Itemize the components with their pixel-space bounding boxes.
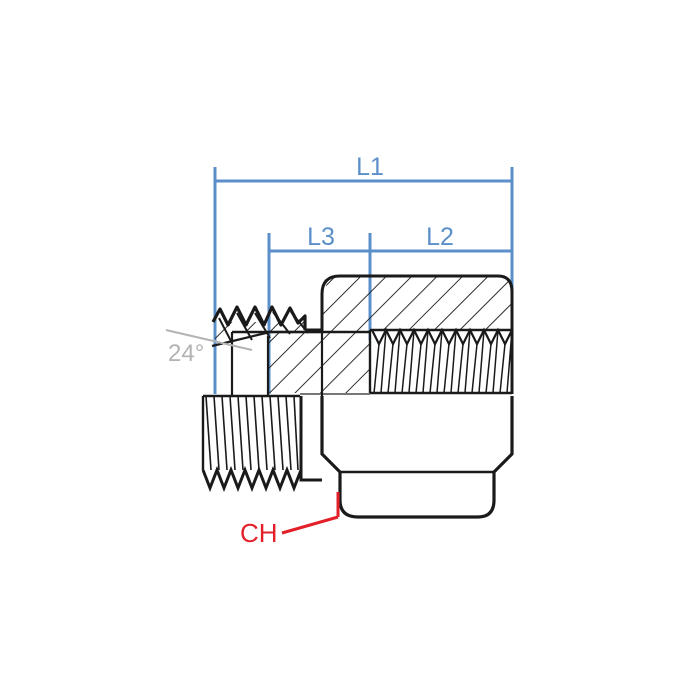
centerline-group (300, 393, 370, 395)
l2-dimension-label: L2 (426, 223, 454, 251)
hex-size-annotation-group: CH (240, 492, 340, 548)
internal-thread-flanks (373, 329, 513, 394)
angle-label: 24° (168, 340, 204, 367)
part-geometry-group (201, 274, 514, 519)
external-thread-group (201, 394, 303, 493)
l3-dimension-label: L3 (307, 223, 335, 251)
hex-left-edge (320, 396, 359, 519)
external-thread-roots (201, 465, 303, 493)
angle-annotation-group: 24° (165, 329, 253, 367)
l1-dimension-label: L1 (356, 153, 384, 181)
bore-step-lines (230, 332, 324, 396)
hex-body-group (320, 396, 514, 519)
ch-leader-line (281, 515, 339, 535)
cone-hatch-strokes (218, 311, 309, 344)
ch-label: CH (240, 518, 278, 548)
internal-thread-group (368, 327, 513, 395)
break-line-zigzag (211, 305, 307, 330)
hex-right-edge (477, 396, 514, 519)
external-thread-flanks (205, 395, 299, 471)
body-upper-outline (320, 274, 514, 394)
dimension-lines-group: L1 L3 L2 (213, 153, 514, 394)
thread-to-hex-shoulder (299, 396, 322, 482)
angle-leader-line (165, 329, 253, 351)
